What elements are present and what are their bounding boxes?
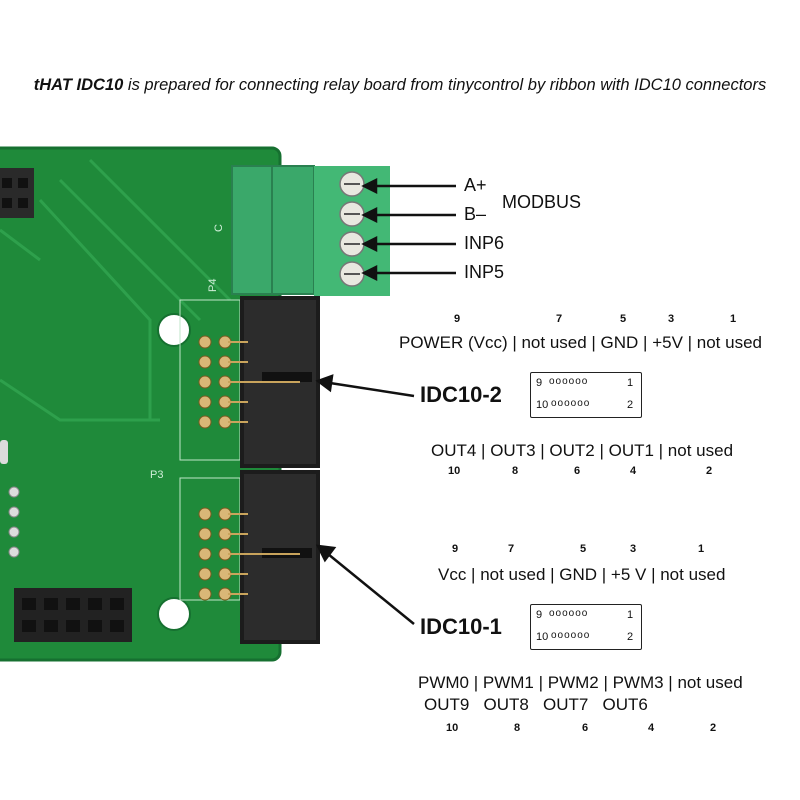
idc2-bottom-row: OUT4 | OUT3 | OUT2 | OUT1 | not used	[431, 441, 734, 460]
label-inp5: INP5	[464, 262, 505, 282]
idc2-pin-9: 9	[454, 313, 461, 325]
idc2-pin-7: 7	[556, 313, 563, 325]
idc1-pin-4: 4	[648, 722, 655, 734]
title-text: is prepared for connecting relay board f…	[123, 76, 767, 94]
idc1-bottom-row-out: OUT9 OUT8 OUT7 OUT6	[424, 695, 648, 714]
idc2-pin-6: 6	[574, 465, 581, 477]
pin-headers-idc2	[198, 335, 232, 429]
idc1-pin-1: 1	[698, 543, 705, 555]
terminal-screws	[339, 171, 365, 287]
idc2-conn-2: 2	[627, 399, 634, 411]
label-inp6: INP6	[464, 233, 505, 253]
idc1-pin-9: 9	[452, 543, 459, 555]
idc1-conn-2: 2	[627, 631, 634, 643]
idc1-pin-5: 5	[580, 543, 587, 555]
idc2-pin-2: 2	[706, 465, 713, 477]
idc1-pin-6: 6	[582, 722, 589, 734]
pcb-traces	[0, 158, 232, 422]
idc2-pin-10: 10	[448, 465, 461, 477]
idc2-top-row: POWER (Vcc) | not used | GND | +5V | not…	[399, 333, 762, 352]
silk-p3: P3	[150, 469, 163, 481]
silk-c: C	[213, 224, 225, 232]
title-product: tHAT IDC10	[33, 76, 124, 94]
idc1-bottom-row-pwm: PWM0 | PWM1 | PWM2 | PWM3 | not used	[418, 673, 743, 692]
idc1-pin-7: 7	[508, 543, 515, 555]
mounting-hole-top	[157, 313, 191, 347]
label-b-minus: B–	[464, 204, 487, 224]
idc1-pin-3: 3	[630, 543, 637, 555]
idc-arrows	[315, 374, 415, 625]
header-bottom-left	[14, 588, 132, 642]
idc1-conn-top-dots: oooooo	[549, 608, 589, 619]
idc1-conn-bottom-dots: oooooo	[551, 630, 591, 641]
pcb-pads	[8, 486, 20, 558]
idc2-pin-3: 3	[668, 313, 675, 325]
idc2-conn-1: 1	[627, 377, 634, 389]
idc1-conn-9: 9	[536, 609, 543, 621]
idc1-conn-10: 10	[536, 631, 549, 643]
idc2-pin-1: 1	[730, 313, 737, 325]
idc2-conn-10: 10	[536, 399, 549, 411]
page-title: tHAT IDC10 is prepared for connecting re…	[0, 76, 800, 95]
idc1-pin-10: 10	[446, 722, 459, 734]
idc2-pin-4: 4	[630, 465, 637, 477]
idc10-2-connector-diagram: 9 oooooo 1 10 oooooo 2	[530, 372, 642, 418]
idc2-conn-bottom-dots: oooooo	[551, 398, 591, 409]
label-a-plus: A+	[464, 175, 487, 195]
idc1-pin-8: 8	[514, 722, 521, 734]
mounting-hole-bottom	[157, 597, 191, 631]
idc2-pin-8: 8	[512, 465, 519, 477]
idc2-conn-9: 9	[536, 377, 543, 389]
idc10-1-connector-diagram: 9 oooooo 1 10 oooooo 2	[530, 604, 642, 650]
label-modbus: MODBUS	[502, 192, 582, 212]
idc10-2-label: IDC10-2	[420, 382, 502, 407]
idc1-pin-2: 2	[710, 722, 717, 734]
idc1-conn-1: 1	[627, 609, 634, 621]
idc2-pin-5: 5	[620, 313, 627, 325]
idc1-top-row: Vcc | not used | GND | +5 V | not used	[438, 565, 726, 584]
header-top-left	[0, 168, 34, 218]
idc2-conn-top-dots: oooooo	[549, 376, 589, 387]
pin-headers-idc1	[198, 507, 232, 601]
idc10-1-label: IDC10-1	[420, 614, 502, 639]
silk-p4: P4	[207, 279, 219, 292]
terminal-arrows	[361, 177, 456, 282]
